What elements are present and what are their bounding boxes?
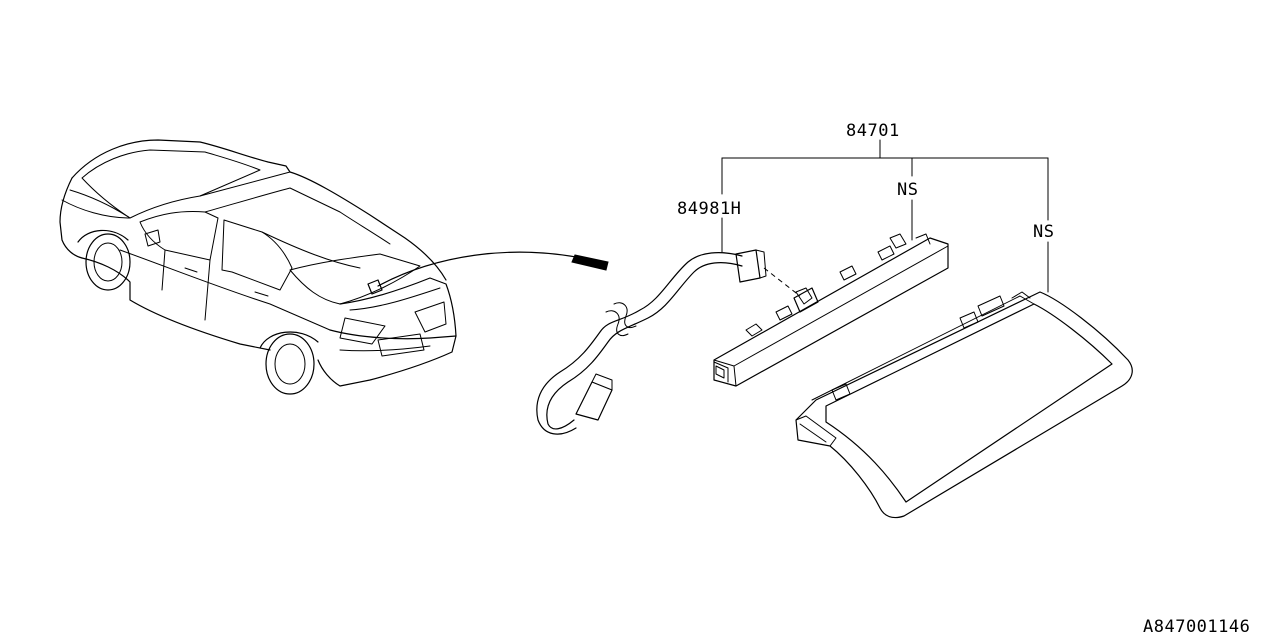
part-number-84981h: 84981H [677, 199, 741, 219]
wiring-harness [536, 249, 801, 435]
stop-lamp-unit [713, 233, 949, 387]
figure-id: A847001146 [1143, 617, 1250, 637]
ns-label-cover: NS [1033, 222, 1054, 242]
ns-label-lamp: NS [897, 180, 918, 200]
leader-lines [721, 139, 1049, 293]
part-number-84701: 84701 [846, 121, 900, 141]
lamp-cover [795, 291, 1133, 519]
vehicle-illustration [59, 139, 609, 395]
